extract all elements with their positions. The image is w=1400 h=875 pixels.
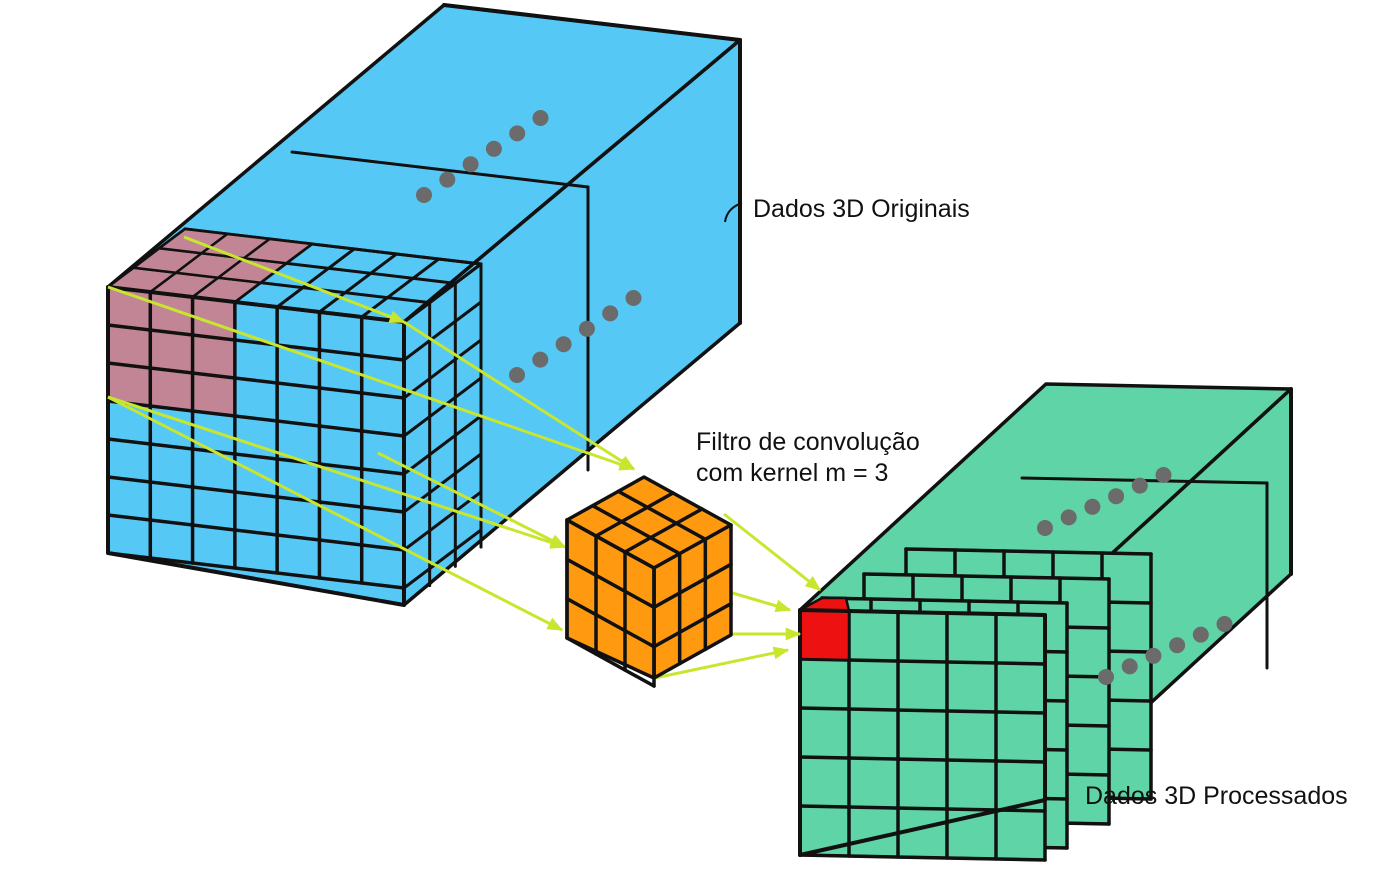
output-slice [798, 608, 1047, 862]
kernel-top-grid [594, 491, 675, 538]
input-receptive-cell [149, 328, 194, 375]
output-slice-grid-line [820, 596, 1069, 605]
input-back-edge [442, 3, 742, 42]
output-ellipsis-dot [1060, 509, 1077, 526]
input-side-grid [402, 338, 483, 400]
kernel-side-grid [652, 562, 733, 610]
input-ellipsis-dot [555, 336, 572, 353]
input-front-outline [106, 285, 406, 607]
input-front-grid-line [106, 551, 406, 590]
input-ellipsis-dot [602, 305, 619, 322]
kernel-top-grid [590, 503, 682, 556]
output-slice-grid-line [798, 706, 1047, 715]
kernel-cube [565, 475, 733, 688]
projection-arrow [107, 285, 636, 471]
input-ellipsis-dot [509, 367, 525, 383]
input-front-grid-line [106, 399, 406, 438]
output-ellipsis-dot [1108, 488, 1125, 505]
output-ellipsis-dot [1037, 520, 1053, 536]
output-highlight-cell [798, 608, 851, 662]
input-side-grid [402, 300, 483, 362]
input-depth-line [290, 150, 590, 189]
output-ellipsis-dot [1098, 669, 1114, 685]
input-ellipsis-dot [485, 140, 502, 157]
projection-arrow [107, 395, 564, 632]
output-slice-grid-line [798, 853, 1047, 862]
kernel-front-grid-line [565, 636, 656, 688]
input-ellipsis-dot [532, 110, 549, 126]
output-front-outline [798, 608, 1047, 857]
input-receptive-cell [191, 371, 237, 418]
input-side-grid [402, 528, 483, 590]
projection-arrow [654, 646, 790, 680]
projection-arrow [403, 320, 636, 471]
input-receptive-cell [191, 333, 237, 380]
kernel-front-grid-line [565, 596, 656, 649]
output-ellipsis-dot [1169, 637, 1186, 654]
input-front-grid-line [106, 475, 406, 514]
projection-arrow [377, 451, 567, 549]
output-ellipsis-dot [1155, 467, 1172, 483]
output-ellipsis-dot [1121, 658, 1138, 675]
kernel-top-grid [623, 507, 704, 554]
output-3d-block [798, 382, 1293, 862]
input-top-grid [360, 257, 441, 319]
output-slice-grid-line [798, 755, 1047, 764]
kernel-front-grid-line [565, 557, 656, 610]
label-leader-line [724, 202, 743, 223]
input-front-grid-line [106, 437, 406, 476]
input-side-grid [402, 490, 483, 552]
output-slice-grid-line [904, 547, 1153, 556]
label-processed-data: Dados 3D Processados [1085, 782, 1348, 810]
input-side-grid [402, 262, 483, 324]
projection-arrow [723, 512, 822, 592]
input-ellipsis-dot [439, 171, 456, 188]
input-ellipsis-dot [532, 351, 549, 368]
output-ellipsis-dot [1131, 477, 1148, 494]
input-receptive-cell [149, 366, 194, 413]
output-ellipsis-dot [1216, 616, 1233, 632]
input-ellipsis-dot [625, 290, 642, 306]
projection-arrow [107, 395, 567, 549]
kernel-side-grid [652, 601, 733, 649]
output-ellipsis-dot [1145, 647, 1162, 664]
input-ellipsis-dot [416, 187, 432, 203]
input-ellipsis-dot [509, 125, 526, 142]
input-side-grid [402, 414, 483, 476]
output-ellipsis-dot [1084, 498, 1101, 515]
label-filter-line-2: com kernel m = 3 [696, 459, 889, 487]
input-top-grid [275, 247, 356, 309]
label-original-data: Dados 3D Originais [753, 195, 970, 223]
kernel-front-grid-line [565, 518, 656, 570]
input-front-grid-line [106, 361, 406, 400]
label-convolution-filter: Filtro de convolução com kernel m = 3 [696, 427, 920, 489]
input-front-grid-line [106, 513, 406, 552]
input-receptive-top-cell [242, 237, 314, 265]
output-slice-grid-line [862, 572, 1111, 581]
projection-arrow [183, 235, 406, 324]
input-side-grid [402, 376, 483, 438]
input-receptive-cell [106, 323, 152, 370]
input-ellipsis-dot [462, 156, 479, 173]
label-filter-line-1: Filtro de convolução [696, 428, 920, 456]
output-ellipsis-dot [1192, 626, 1209, 643]
projection-arrows [107, 235, 822, 680]
input-top-grid [317, 252, 398, 314]
input-front-grid-line [106, 323, 406, 362]
input-side-grid [402, 452, 483, 514]
kernel-top-grid [616, 489, 708, 542]
input-ellipsis-dot [578, 320, 595, 337]
